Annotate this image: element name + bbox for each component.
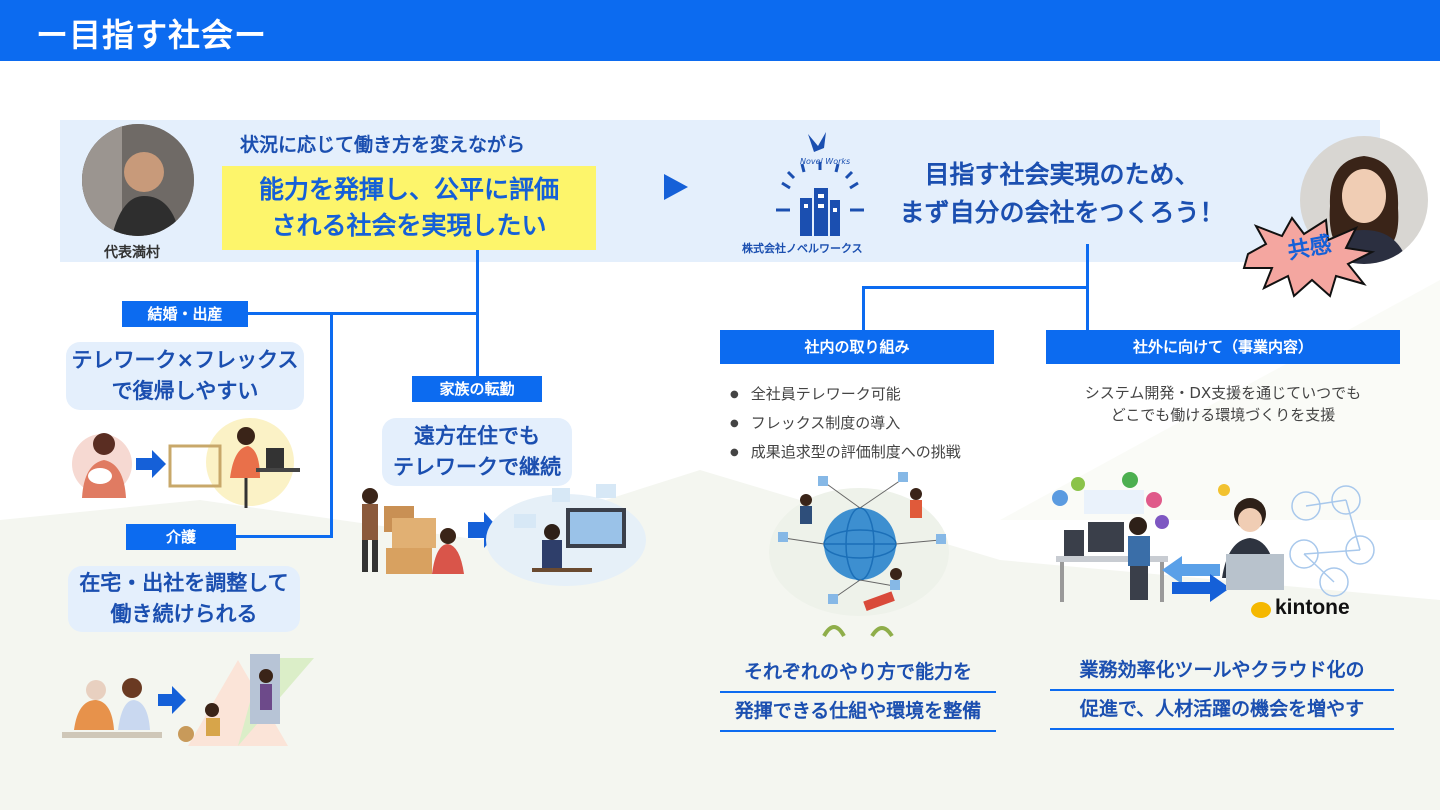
employee-photo bbox=[1300, 136, 1428, 264]
bubble-marriage-line1: テレワーク×フレックス bbox=[71, 348, 299, 372]
external-desc-line2: どこでも働ける環境づくりを支援 bbox=[1110, 406, 1336, 424]
connector-line bbox=[248, 312, 332, 315]
company-logo bbox=[776, 132, 864, 236]
external-desc-line1: システム開発・DX支援を通じていつでも bbox=[1084, 384, 1362, 402]
connector-line bbox=[330, 312, 333, 538]
internal-summary: それぞれのやり方で能力を 発揮できる仕組や環境を整備 bbox=[720, 654, 996, 732]
internal-bullets: 全社員テレワーク可能 フレックス制度の導入 成果追求型の評価制度への挑戦 bbox=[730, 380, 961, 467]
caregiving-illustration bbox=[62, 654, 314, 746]
page-title: ー目指す社会ー bbox=[36, 16, 268, 54]
bubble-care-line2: 働き続けられる bbox=[110, 602, 258, 626]
bubble-transfer-line1: 遠方在住でも bbox=[414, 424, 540, 448]
external-summary-line2: 促進で、人材活躍の機会を増やす bbox=[1050, 691, 1394, 730]
goal-headline: 目指す社会実現のため、 まず自分の会社をつくろう！ bbox=[862, 156, 1262, 232]
connector-line bbox=[236, 535, 332, 538]
bullet-item: 全社員テレワーク可能 bbox=[730, 380, 961, 409]
tag-marriage: 結婚・出産 bbox=[122, 301, 248, 327]
bubble-transfer-line2: テレワークで継続 bbox=[393, 455, 561, 479]
relocation-illustration bbox=[362, 484, 646, 586]
network-illustration bbox=[769, 472, 949, 638]
tag-external: 社外に向けて（事業内容） bbox=[1046, 330, 1400, 364]
arrow-icon bbox=[664, 174, 688, 200]
goal-line2: まず自分の会社をつくろう！ bbox=[899, 198, 1225, 227]
ceo-photo bbox=[82, 124, 194, 236]
external-summary: 業務効率化ツールやクラウド化の 促進で、人材活躍の機会を増やす bbox=[1050, 652, 1394, 730]
company-name: 株式会社ノベルワークス bbox=[742, 242, 863, 255]
highlight-line1: 能力を発揮し、公平に評価 bbox=[258, 175, 559, 204]
header-bar: ー目指す社会ー bbox=[0, 0, 1440, 61]
kintone-logo-icon bbox=[1251, 602, 1271, 618]
bubble-marriage-line2: で復帰しやすい bbox=[111, 379, 259, 403]
bubble-care: 在宅・出社を調整して 働き続けられる bbox=[68, 566, 300, 632]
bubble-care-line1: 在宅・出社を調整して bbox=[79, 571, 289, 595]
connector-line bbox=[862, 286, 1088, 289]
bubble-transfer: 遠方在住でも テレワークで継続 bbox=[382, 418, 572, 486]
kintone-brand: kintone bbox=[1275, 596, 1350, 619]
goal-line1: 目指す社会実現のため、 bbox=[924, 160, 1200, 189]
internal-summary-line1: それぞれのやり方で能力を bbox=[720, 654, 996, 693]
tag-internal: 社内の取り組み bbox=[720, 330, 994, 364]
internal-summary-line2: 発揮できる仕組や環境を整備 bbox=[720, 693, 996, 732]
highlight-text: 能力を発揮し、公平に評価 される社会を実現したい bbox=[222, 172, 596, 244]
highlight-box: 能力を発揮し、公平に評価 される社会を実現したい bbox=[222, 166, 596, 250]
lead-text: 状況に応じて働き方を変えながら bbox=[240, 134, 526, 156]
bullet-item: フレックス制度の導入 bbox=[730, 409, 961, 438]
company-logo-text: Novel Works bbox=[800, 157, 851, 166]
ceo-caption: 代表満村 bbox=[104, 245, 160, 261]
tag-transfer: 家族の転勤 bbox=[412, 376, 542, 402]
connector-line bbox=[330, 312, 478, 315]
tag-care: 介護 bbox=[126, 524, 236, 550]
highlight-line2: される社会を実現したい bbox=[271, 211, 547, 240]
bullet-item: 成果追求型の評価制度への挑戦 bbox=[730, 438, 961, 467]
connector-line bbox=[862, 286, 865, 330]
dx-support-illustration bbox=[1052, 472, 1375, 602]
external-description: システム開発・DX支援を通じていつでも どこでも働ける環境づくりを支援 bbox=[1046, 382, 1400, 426]
bubble-marriage: テレワーク×フレックス で復帰しやすい bbox=[66, 342, 304, 410]
maternity-illustration bbox=[72, 418, 300, 508]
burst-icon bbox=[1242, 216, 1376, 298]
external-summary-line1: 業務効率化ツールやクラウド化の bbox=[1050, 652, 1394, 691]
